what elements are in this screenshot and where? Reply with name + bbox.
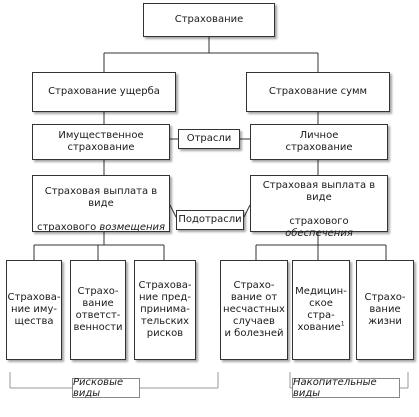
node-personal-insurance: Личное страхование xyxy=(250,124,388,160)
node-root: Страхование xyxy=(143,3,275,37)
payout-compensation-line2: страхового xyxy=(36,221,100,233)
leaf-medical-text: Медицин- ское стра- хование1 xyxy=(295,286,347,334)
node-payout-compensation: Страховая выплата в виде страхового возм… xyxy=(32,174,170,234)
payout-security-emphasis: обеспечения xyxy=(285,227,353,239)
payout-compensation-emphasis: возмещения xyxy=(99,221,166,233)
tag-subbranches: Подотрасли xyxy=(176,210,244,230)
leaf-liability-insurance: Страхо- вание ответст- венности xyxy=(70,260,126,360)
node-property-insurance: Имущественное страхование xyxy=(32,124,170,160)
leaf-life-insurance: Страхо- вание жизни xyxy=(356,260,414,360)
node-damage-insurance: Страхование ущерба xyxy=(32,72,176,112)
payout-security-line1: Страховая выплата в виде xyxy=(262,179,376,203)
leaf-property-insurance: Страхова- ние иму- щества xyxy=(6,260,62,360)
leaf-business-risk-insurance: Страхова- ние пред- принима- тельских ри… xyxy=(134,260,196,360)
tag-branches: Отрасли xyxy=(178,129,240,149)
leaf-medical-label: Медицин- ское стра- хование xyxy=(295,286,347,333)
payout-compensation-line1: Страховая выплата в виде xyxy=(44,185,158,209)
kind-risk: Рисковые виды xyxy=(72,377,140,399)
payout-security-text: Страховая выплата в виде страхового обес… xyxy=(254,168,384,240)
leaf-medical-insurance: Медицин- ское стра- хование1 xyxy=(292,260,350,360)
leaf-accident-insurance: Страхо- вание от несчастных случаев и бо… xyxy=(220,260,288,360)
node-payout-security: Страховая выплата в виде страхового обес… xyxy=(250,175,388,239)
kind-savings: Накопительные виды xyxy=(292,377,400,399)
payout-security-line2: страхового xyxy=(289,215,349,227)
node-sum-insurance: Страхование сумм xyxy=(246,72,390,112)
footnote-marker: 1 xyxy=(340,320,345,328)
payout-compensation-text: Страховая выплата в виде страхового возм… xyxy=(36,174,166,234)
